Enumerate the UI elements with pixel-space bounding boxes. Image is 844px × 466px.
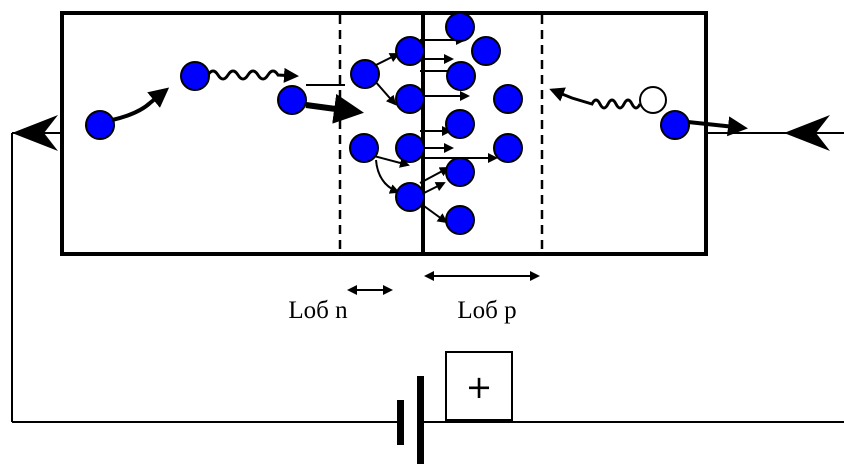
electron — [446, 61, 476, 91]
electron — [493, 84, 523, 114]
electron — [493, 133, 523, 163]
electron — [395, 36, 425, 66]
electron — [180, 61, 210, 91]
depletion-p-label: Lоб p — [457, 297, 516, 324]
electron — [445, 12, 475, 42]
electron — [85, 110, 115, 140]
current-arrow-right-icon — [784, 115, 830, 151]
current-arrow-left-icon — [12, 115, 58, 151]
electron — [277, 85, 307, 115]
electron — [350, 59, 380, 89]
battery-plus-label: + — [466, 368, 493, 406]
electron — [349, 133, 379, 163]
electron — [445, 157, 475, 187]
electron — [445, 109, 475, 139]
circuit-wires — [11, 132, 844, 423]
electron — [471, 36, 501, 66]
electron — [395, 133, 425, 163]
battery-plus-box — [445, 351, 513, 421]
hole-circle-icon — [639, 86, 667, 114]
electron — [660, 110, 690, 140]
electron — [445, 205, 475, 235]
battery-icon — [397, 376, 424, 464]
semiconductor-block — [60, 11, 708, 256]
depletion-n-label: Lоб n — [288, 297, 348, 324]
electron — [395, 182, 425, 212]
electrons — [85, 12, 690, 235]
electron — [395, 84, 425, 114]
